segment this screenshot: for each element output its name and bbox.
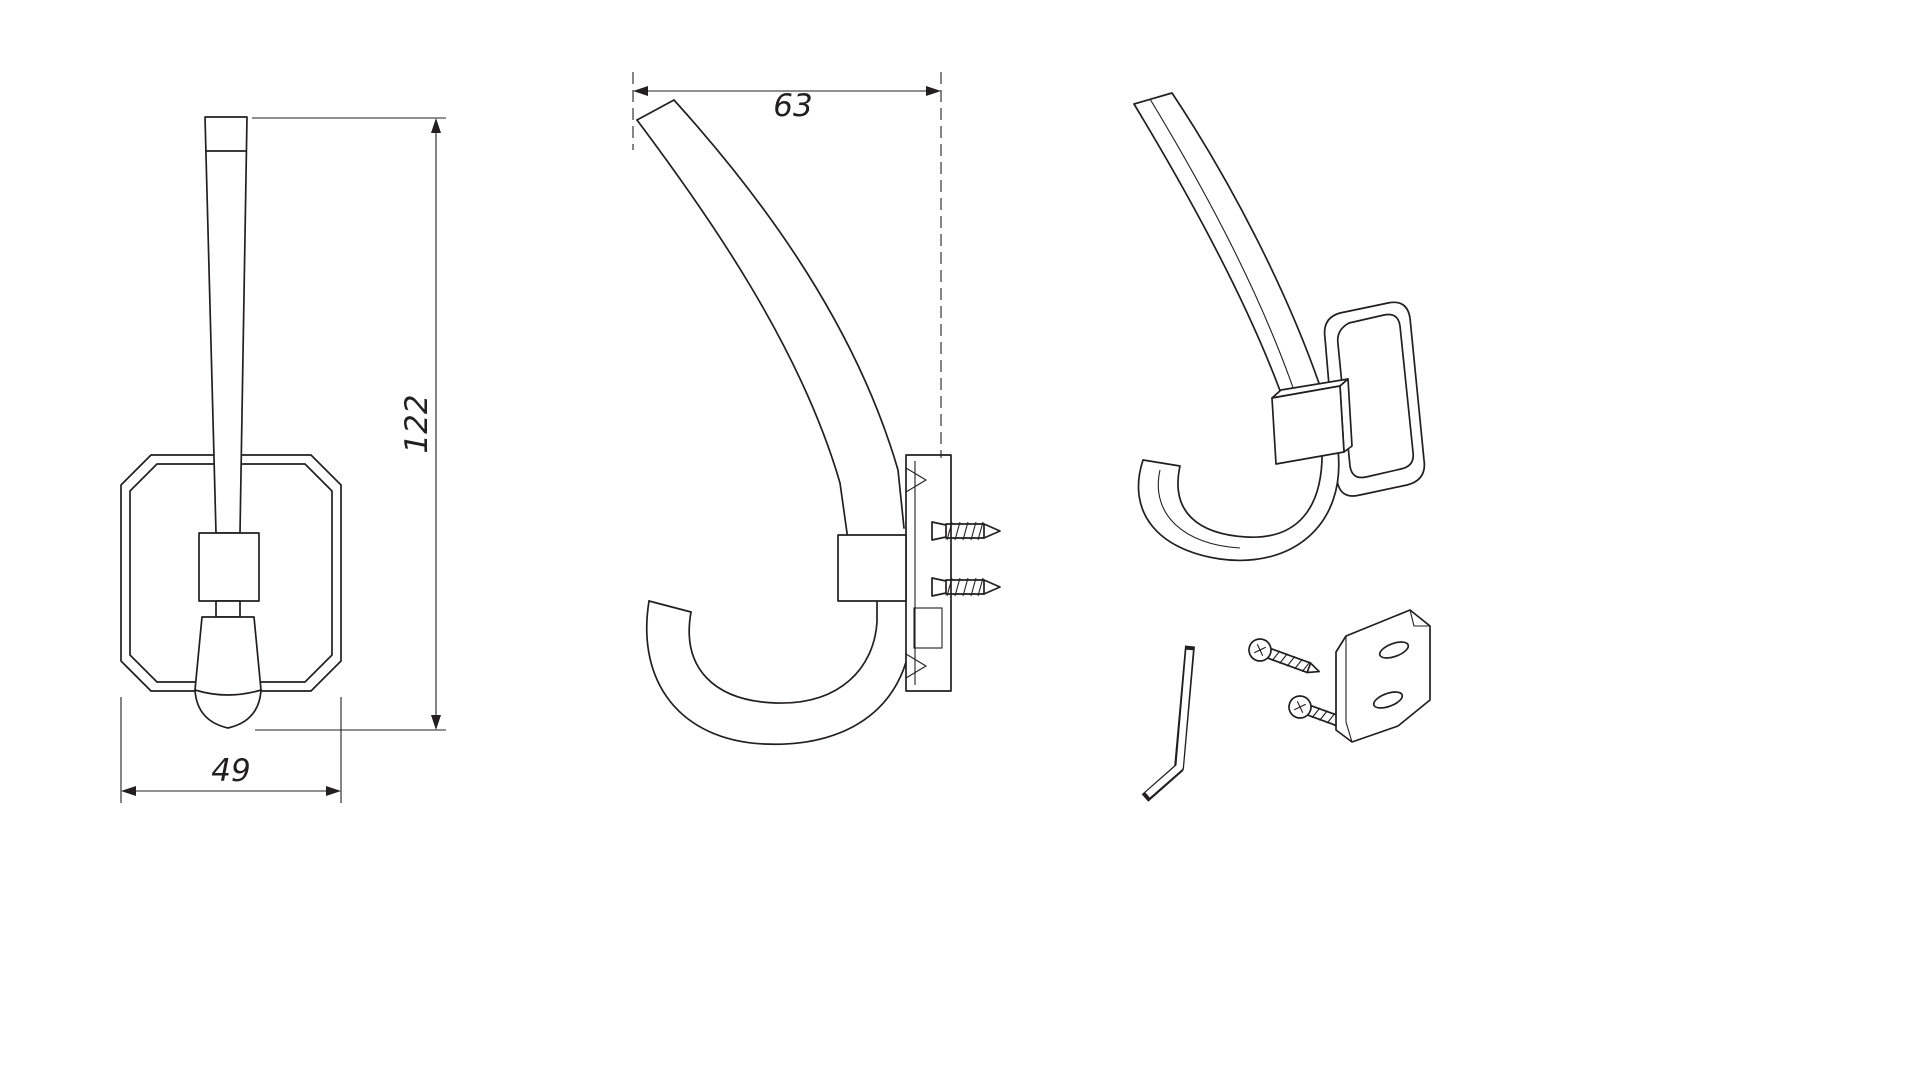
- arrow-right-icon: [326, 786, 341, 796]
- hook-curve-inner-side: [688, 597, 878, 704]
- arrow-down-icon: [431, 715, 441, 730]
- isometric-view: [1133, 92, 1426, 562]
- height-dimension-label: 122: [399, 394, 435, 453]
- hex-key: [1141, 645, 1195, 802]
- mount-plate-front-inner: [129, 463, 333, 683]
- collar-side: [837, 534, 907, 602]
- neck-front: [215, 600, 241, 618]
- plate-clip-top: [905, 467, 928, 493]
- hook-tip-seam: [194, 689, 262, 696]
- mounting-screw-side-2: [931, 577, 1001, 597]
- hook-curve-outer-side: [645, 600, 913, 746]
- arm-tip-cap-side: [636, 99, 675, 121]
- bracket-slot-bottom: [1372, 691, 1404, 709]
- wall-bracket-fold: [1345, 636, 1353, 743]
- screw-iso-1: [1248, 638, 1321, 674]
- plate-clip-bottom: [905, 653, 928, 679]
- hardware-set: [1141, 609, 1431, 802]
- wall-bracket: [1335, 609, 1431, 743]
- wall-plate-side: [905, 454, 952, 692]
- plate-latch-detail: [913, 607, 943, 649]
- hook-iso: [1137, 446, 1340, 562]
- hook-tip-front: [194, 616, 262, 729]
- height-dimension: 122: [252, 117, 446, 731]
- arm-outer-side: [636, 119, 849, 541]
- depth-dimension-label: 63: [773, 88, 812, 124]
- wall-bracket-body: [1335, 609, 1431, 743]
- front-view: [120, 116, 342, 729]
- width-dimension: 49: [120, 697, 342, 803]
- arrow-left-icon: [633, 86, 648, 96]
- arm-iso: [1133, 92, 1325, 411]
- depth-dimension: 63: [632, 72, 942, 458]
- wall-bracket-notch: [1409, 609, 1430, 627]
- bracket-slot-top: [1378, 641, 1410, 659]
- hook-iso-ridge: [1157, 469, 1241, 549]
- arm-iso-ridge: [1149, 98, 1299, 403]
- width-dimension-label: 49: [211, 753, 250, 789]
- arrow-right-icon: [926, 86, 941, 96]
- mount-plate-iso-inner: [1336, 313, 1415, 479]
- arrow-up-icon: [431, 118, 441, 133]
- hook-tip-cap-side: [648, 600, 692, 613]
- side-view: [636, 99, 1001, 746]
- collar-front: [198, 532, 260, 602]
- arm-inner-side: [673, 99, 905, 529]
- mounting-screw-side-1: [931, 521, 1001, 541]
- collar-iso-front: [1271, 385, 1345, 465]
- arrow-left-icon: [121, 786, 136, 796]
